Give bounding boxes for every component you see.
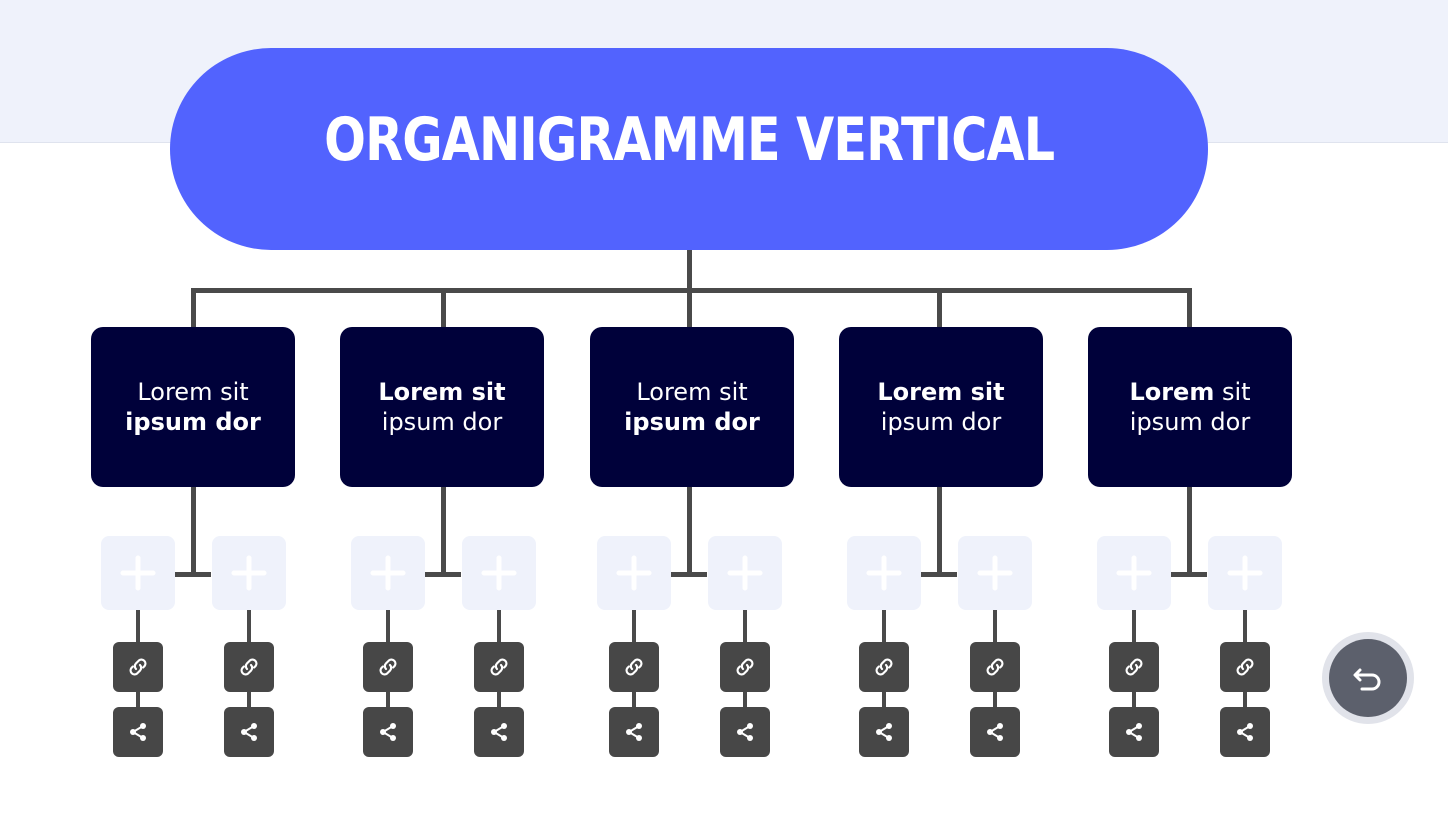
- share-icon: [737, 723, 753, 741]
- undo-button[interactable]: [1322, 632, 1414, 724]
- plus-icon: [977, 555, 1013, 591]
- connector-drop-5: [1187, 288, 1192, 328]
- org-node-2[interactable]: Lorem sit ipsum dor: [340, 327, 544, 487]
- node-label-line1: Lorem sit: [1129, 377, 1250, 407]
- node-4-junction: [921, 572, 957, 577]
- plus-icon: [866, 555, 902, 591]
- node-label-line1-rest: sit: [1214, 378, 1251, 406]
- node-1-down-connector: [191, 487, 196, 577]
- link-button-3-1[interactable]: [609, 642, 659, 692]
- plus-icon: [727, 555, 763, 591]
- node-label-line1: Lorem sit: [378, 378, 506, 406]
- share-button-2-1[interactable]: [363, 707, 413, 757]
- link-icon: [875, 658, 893, 676]
- link-button-2-2[interactable]: [474, 642, 524, 692]
- share-button-4-1[interactable]: [859, 707, 909, 757]
- plus-icon: [1116, 555, 1152, 591]
- org-node-3[interactable]: Lorem sit ipsum dor: [590, 327, 794, 487]
- connector-trunk: [687, 250, 692, 292]
- link-icon: [129, 658, 147, 676]
- node-label-line2: ipsum dor: [125, 408, 261, 436]
- node-label-line2: ipsum dor: [1129, 408, 1251, 436]
- plus-icon: [120, 555, 156, 591]
- add-child-button-5-2[interactable]: [1208, 536, 1282, 610]
- node-label-line1: Lorem sit: [137, 378, 249, 406]
- node-1-junction: [175, 572, 211, 577]
- link-icon: [1125, 658, 1143, 676]
- share-icon: [1126, 723, 1142, 741]
- link-icon: [736, 658, 754, 676]
- share-icon: [626, 723, 642, 741]
- node-5-down-connector: [1187, 487, 1192, 577]
- add-child-button-4-2[interactable]: [958, 536, 1032, 610]
- title-banner: ORGANIGRAMME VERTICAL: [170, 48, 1208, 250]
- node-5-junction: [1171, 572, 1207, 577]
- connector-drop-3: [687, 288, 692, 328]
- link-icon: [1236, 658, 1254, 676]
- node-label-line1: Lorem sit: [636, 378, 748, 406]
- plus-icon: [481, 555, 517, 591]
- org-node-1[interactable]: Lorem sit ipsum dor: [91, 327, 295, 487]
- share-icon: [876, 723, 892, 741]
- add-child-button-5-1[interactable]: [1097, 536, 1171, 610]
- node-2-down-connector: [441, 487, 446, 577]
- connector-drop-4: [937, 288, 942, 328]
- share-button-3-1[interactable]: [609, 707, 659, 757]
- node-label-line1-bold: Lorem: [1129, 378, 1215, 406]
- share-button-5-2[interactable]: [1220, 707, 1270, 757]
- connector-drop-1: [191, 288, 196, 328]
- share-icon: [987, 723, 1003, 741]
- add-child-button-2-2[interactable]: [462, 536, 536, 610]
- link-button-5-1[interactable]: [1109, 642, 1159, 692]
- node-label-line2: ipsum dor: [624, 408, 760, 436]
- node-3-junction: [671, 572, 707, 577]
- node-4-down-connector: [937, 487, 942, 577]
- add-child-button-2-1[interactable]: [351, 536, 425, 610]
- add-child-button-1-1[interactable]: [101, 536, 175, 610]
- org-node-4[interactable]: Lorem sit ipsum dor: [839, 327, 1043, 487]
- share-button-2-2[interactable]: [474, 707, 524, 757]
- share-button-1-1[interactable]: [113, 707, 163, 757]
- add-child-button-1-2[interactable]: [212, 536, 286, 610]
- link-icon: [240, 658, 258, 676]
- connector-drop-2: [441, 288, 446, 328]
- share-icon: [491, 723, 507, 741]
- add-child-button-3-2[interactable]: [708, 536, 782, 610]
- link-button-4-2[interactable]: [970, 642, 1020, 692]
- undo-icon: [1353, 668, 1381, 691]
- share-button-4-2[interactable]: [970, 707, 1020, 757]
- add-child-button-4-1[interactable]: [847, 536, 921, 610]
- share-icon: [241, 723, 257, 741]
- link-button-4-1[interactable]: [859, 642, 909, 692]
- link-button-1-1[interactable]: [113, 642, 163, 692]
- undo-button-face: [1329, 639, 1407, 717]
- plus-icon: [231, 555, 267, 591]
- link-button-2-1[interactable]: [363, 642, 413, 692]
- share-button-5-1[interactable]: [1109, 707, 1159, 757]
- share-icon: [130, 723, 146, 741]
- share-button-1-2[interactable]: [224, 707, 274, 757]
- add-child-button-3-1[interactable]: [597, 536, 671, 610]
- link-button-3-2[interactable]: [720, 642, 770, 692]
- link-button-5-2[interactable]: [1220, 642, 1270, 692]
- share-icon: [380, 723, 396, 741]
- plus-icon: [370, 555, 406, 591]
- plus-icon: [616, 555, 652, 591]
- share-icon: [1237, 723, 1253, 741]
- node-3-down-connector: [687, 487, 692, 577]
- link-icon: [379, 658, 397, 676]
- share-button-3-2[interactable]: [720, 707, 770, 757]
- node-label-line2: ipsum dor: [381, 408, 503, 436]
- node-2-junction: [425, 572, 461, 577]
- node-label-line2: ipsum dor: [880, 408, 1002, 436]
- link-button-1-2[interactable]: [224, 642, 274, 692]
- diagram-title: ORGANIGRAMME VERTICAL: [323, 105, 1055, 175]
- plus-icon: [1227, 555, 1263, 591]
- link-icon: [490, 658, 508, 676]
- org-node-5[interactable]: Lorem sit ipsum dor: [1088, 327, 1292, 487]
- link-icon: [625, 658, 643, 676]
- node-label-line1: Lorem sit: [877, 378, 1005, 406]
- link-icon: [986, 658, 1004, 676]
